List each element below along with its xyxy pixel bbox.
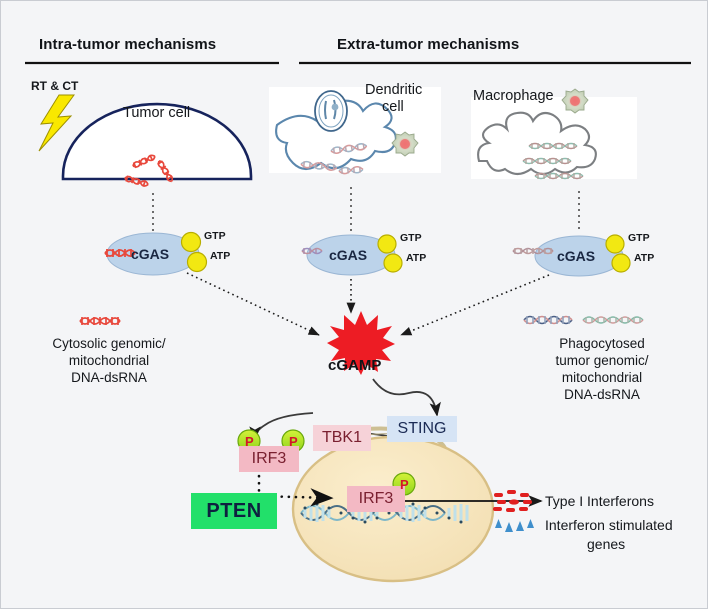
lightning-bolt-icon [38,94,75,152]
tbk1-box[interactable]: TBK1 [313,425,371,451]
dendritic-cell-graphic [269,87,441,175]
gtp-label-middle: GTP [400,232,422,244]
tumor-cell-graphic [38,94,253,187]
legend-glyph-isg [495,519,534,532]
caption-left-dna-icon [79,317,121,325]
pten-box[interactable]: PTEN [191,493,277,529]
atp-label-right: ATP [634,252,655,264]
caption-left-line1: Cytosolic genomic/ [52,336,166,351]
dendritic-cell-label-2: cell [382,99,404,115]
cgas-complex-right [512,234,631,277]
caption-right-line3: mitochondrial [561,370,643,385]
granule-icon [561,88,589,114]
dendritic-cell-label-1: Dendritic [365,82,423,98]
tumor-cell-label: Tumor cell [123,105,191,121]
cgamp-starburst [327,311,395,375]
legend-label-isg-2: genes [587,536,626,552]
legend-label-interferons: Type I Interferons [545,493,654,509]
caption-right-line4: DNA-dsRNA [564,387,640,402]
caption-left-line3: DNA-dsRNA [71,370,147,385]
macrophage-label: Macrophage [473,88,554,104]
cgas-label-left: cGAS [131,246,170,262]
caption-left-line2: mitochondrial [68,353,150,368]
caption-right-line1: Phagocytosed [559,336,645,351]
legend-label-isg-1: Interferon stimulated [545,517,673,533]
irf3-box-cytosolic[interactable]: IRF3 [239,446,299,472]
gtp-label-right: GTP [628,232,650,244]
granule-icon [391,131,419,157]
cgas-label-right: cGAS [557,248,596,264]
section-header-extra: Extra-tumor mechanisms [337,36,520,53]
cgamp-label: cGAMP [328,357,382,374]
dotted-connectors [152,187,580,233]
macrophage-graphic [471,88,637,180]
caption-left: Cytosolic genomic/ mitochondrial DNA-dsR… [29,335,189,386]
caption-right: Phagocytosed tumor genomic/ mitochondria… [517,335,687,403]
cgas-complex-middle [301,234,403,276]
rt-ct-label: RT & CT [31,79,79,93]
section-header-intra: Intra-tumor mechanisms [39,36,217,53]
sting-box[interactable]: STING [387,416,457,442]
cgas-complex-left [104,231,208,276]
phospho-letter-3: P [400,477,409,492]
atp-label-middle: ATP [406,252,427,264]
caption-right-dna-icon [523,315,644,325]
caption-right-line2: tumor genomic/ [555,353,649,368]
irf3-box-nuclear[interactable]: IRF3 [347,486,405,512]
nuclear-dna [300,502,469,524]
gtp-label-left: GTP [204,230,226,242]
phospho-letter-2: P [289,434,298,449]
cgas-to-cgamp-arrows [186,272,550,336]
legend-glyph-interferons [493,490,532,512]
atp-label-left: ATP [210,250,231,262]
cgamp-to-sting-arrow [372,378,441,417]
cgas-label-middle: cGAS [329,247,368,263]
phospho-letter-1: P [245,434,254,449]
